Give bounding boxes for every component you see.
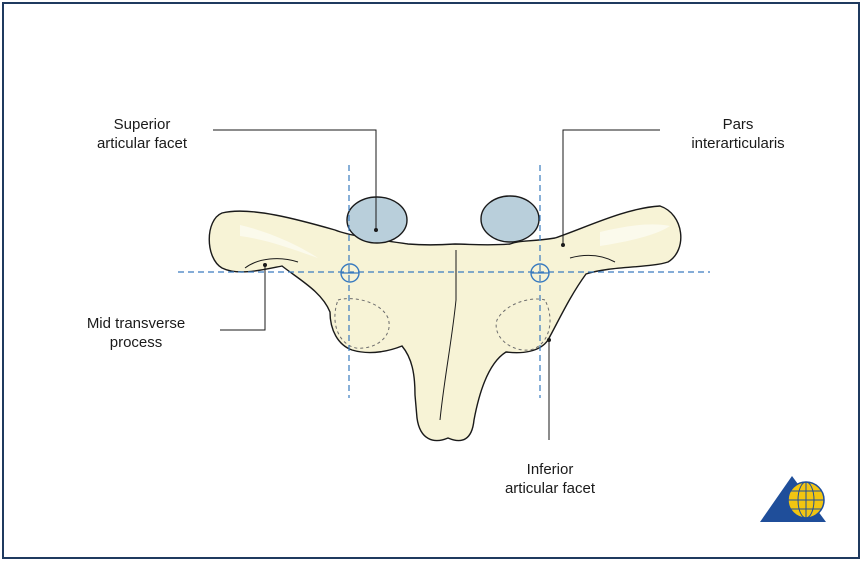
superior-facet-leader-dot <box>374 228 378 232</box>
transverse-process-leader <box>220 265 265 330</box>
superior-articular-facet-label: Superior articular facet <box>82 115 202 153</box>
pars-interarticularis-label: Pars interarticularis <box>668 115 808 153</box>
mid-transverse-process-label: Mid transverse process <box>62 314 210 352</box>
globe-triangle-logo <box>760 476 826 522</box>
pars-leader-dot <box>561 243 565 247</box>
transverse-process-leader-dot <box>263 263 267 267</box>
left-superior-facet <box>347 197 407 243</box>
inferior-articular-facet-label: Inferior articular facet <box>488 460 612 498</box>
right-superior-facet <box>481 196 539 242</box>
inferior-facet-leader-dot <box>547 338 551 342</box>
